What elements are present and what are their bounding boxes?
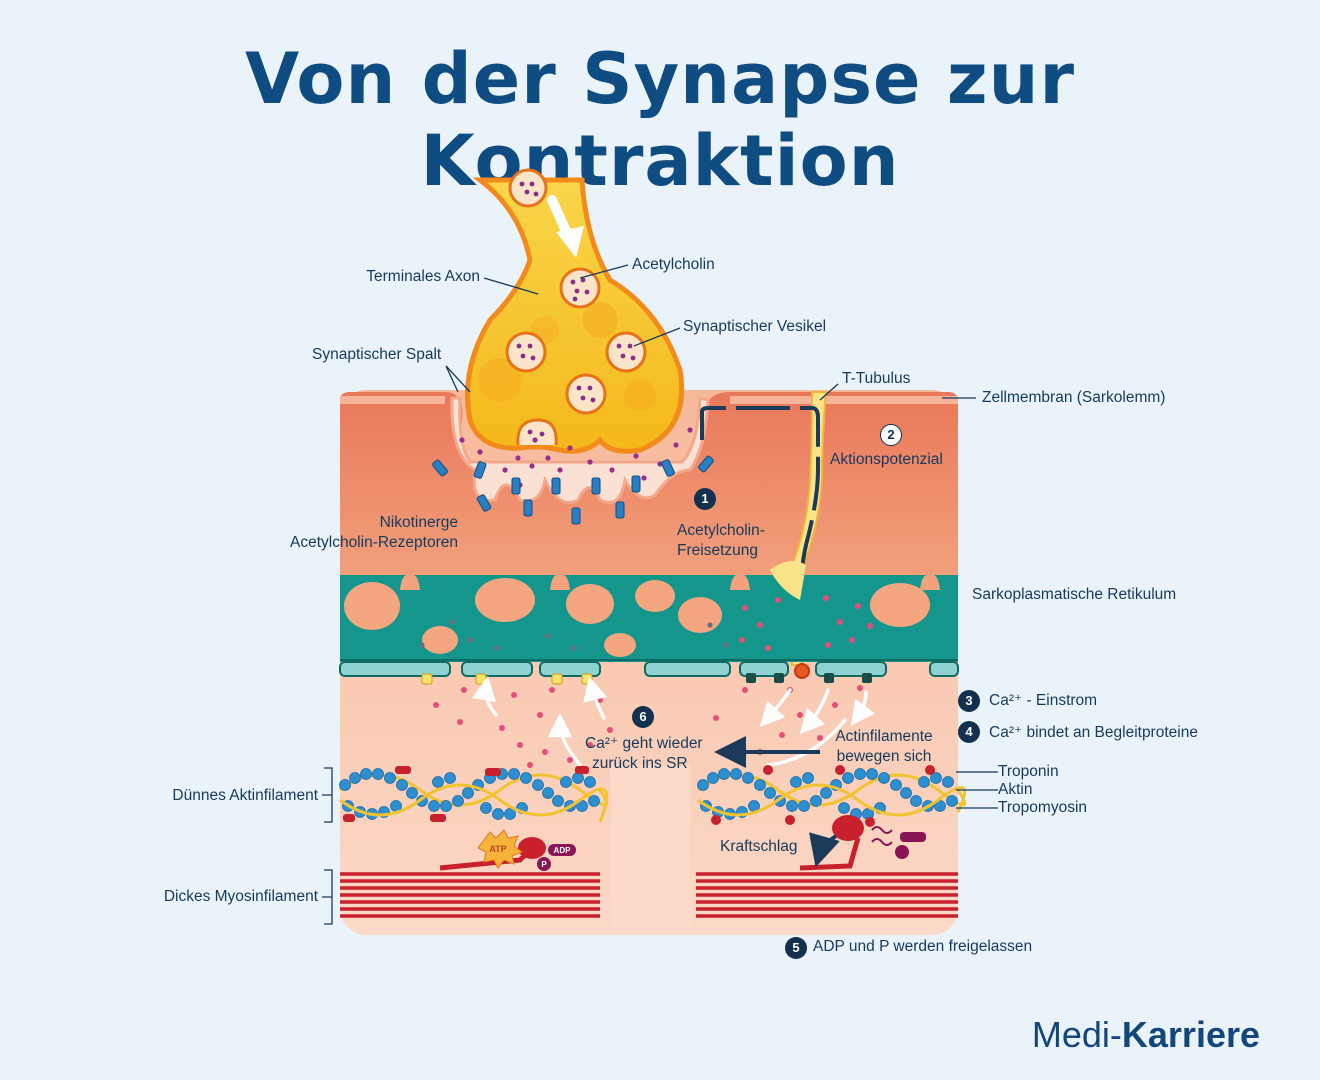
label-thick-myosin: Dickes Myosinfilament: [163, 888, 318, 905]
label-adp-p-release: ADP und P werden freigelassen: [813, 938, 1033, 955]
calcium-in-sr: [419, 619, 729, 651]
step-5-badge: 5: [785, 937, 807, 959]
label-cell-membrane: Zellmembran (Sarkolemm): [982, 389, 1166, 406]
label-ca-back-line1: Ca²⁺ geht wieder: [585, 735, 703, 752]
step-4-badge: 4: [958, 721, 980, 743]
brand-part1: Medi-: [1031, 1014, 1122, 1055]
vesicle: [605, 331, 647, 373]
step-3-badge: 3: [958, 690, 980, 712]
center-gap: [610, 765, 690, 935]
step-2-badge: 2: [880, 424, 902, 446]
thin-actin-filament-left: [339, 766, 609, 823]
thick-myosin-filament-right: [696, 815, 958, 918]
label-ca-influx: Ca²⁺ - Einstrom: [989, 692, 1098, 709]
label-nicotinic-receptors: Nikotinerge Acetylcholin-Rezeptoren: [258, 513, 458, 553]
synaptic-vesicles: [505, 168, 647, 446]
label-actin-moves-line2: bewegen sich: [836, 748, 932, 765]
thin-actin-filament-right: [697, 765, 967, 827]
vesicle: [565, 373, 607, 415]
brand-logo: Medi-Karriere: [1032, 1014, 1260, 1056]
p-label: P: [541, 860, 547, 869]
label-t-tubule: T-Tubulus: [842, 370, 911, 387]
label-ach-release-line2: Freisetzung: [677, 542, 758, 559]
label-tropomyosin: Tropomyosin: [998, 799, 1088, 816]
page-title: Von der Synapse zur Kontraktion: [245, 38, 1075, 202]
vesicle: [559, 267, 601, 309]
label-sarcoplasmic-reticulum: Sarkoplasmatische Retikulum: [972, 586, 1177, 603]
adp-label: ADP: [554, 846, 572, 855]
label-nicotinic-line2: Acetylcholin-Rezeptoren: [289, 534, 458, 551]
label-ach-release-line1: Acetylcholin-: [677, 522, 765, 539]
label-actin-moves-line1: Actinfilamente: [835, 728, 933, 745]
step-6-badge: 6: [632, 706, 654, 728]
label-troponin: Troponin: [998, 763, 1059, 780]
label-terminal-axon: Terminales Axon: [366, 268, 480, 285]
label-ca-back-line2: zurück ins SR: [592, 755, 688, 772]
label-thin-actin: Dünnes Aktinfilament: [172, 787, 318, 804]
terminal-axon-shape: [465, 177, 685, 454]
thick-myosin-filament-left: ATP ADP P: [340, 829, 600, 918]
label-synaptic-cleft: Synaptischer Spalt: [312, 346, 442, 363]
vesicle: [508, 168, 548, 208]
leader-lines: [322, 264, 998, 925]
nicotinic-receptors: [432, 455, 714, 525]
label-action-potential: Aktionspotenzial: [830, 451, 943, 468]
label-ca-binds: Ca²⁺ bindet an Begleitproteine: [989, 724, 1198, 741]
step-1-badge: 1: [694, 488, 716, 510]
vesicle: [505, 331, 547, 373]
label-ca-back: Ca²⁺ geht wieder zurück ins SR: [585, 734, 703, 774]
brand-part2: Karriere: [1121, 1014, 1260, 1055]
label-actin-moves: Actinfilamente bewegen sich: [822, 727, 946, 767]
atp-label: ATP: [489, 844, 506, 854]
calcium-flow-arrows: [471, 675, 876, 767]
sarcoplasmic-reticulum-shape: [339, 561, 959, 677]
label-ach-release: Acetylcholin- Freisetzung: [677, 521, 765, 561]
vesicle-fusing: [516, 418, 558, 446]
label-acetylcholine: Acetylcholin: [632, 256, 715, 273]
label-nicotinic-line1: Nikotinerge: [379, 514, 458, 531]
label-power-stroke: Kraftschlag: [720, 838, 798, 855]
label-actin: Aktin: [998, 781, 1033, 798]
label-synaptic-vesicle: Synaptischer Vesikel: [683, 318, 827, 335]
